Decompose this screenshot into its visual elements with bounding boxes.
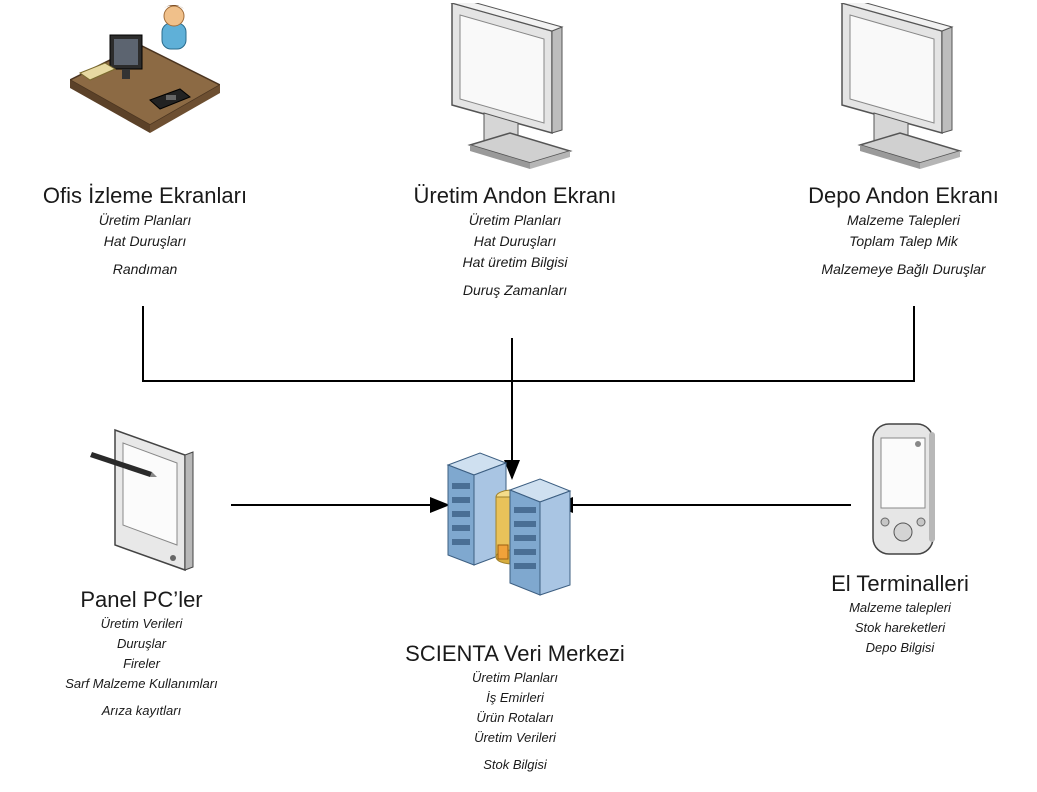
node-items: Üretim Verileri Duruşlar Fireler Sarf Ma… — [0, 614, 283, 721]
list-item: Duruşlar — [116, 636, 167, 651]
list-item: Fireler — [123, 656, 160, 671]
node-title: Ofis İzleme Ekranları — [42, 183, 248, 208]
monitor-icon — [840, 3, 963, 169]
warehouse-andon-node: Depo Andon Ekranı Malzeme Talepleri Topl… — [770, 182, 1037, 280]
list-item: Duruş Zamanları — [462, 282, 568, 298]
top-screens-bus-line — [142, 306, 915, 382]
list-item: Malzeme talepleri — [849, 600, 951, 615]
list-item: Ürün Rotaları — [476, 710, 554, 725]
list-item: Malzemeye Bağlı Duruşlar — [821, 261, 986, 277]
pda-icon — [872, 423, 935, 555]
monitor-icon — [450, 3, 573, 169]
list-item: Hat üretim Bilgisi — [462, 254, 568, 270]
list-item: Stok hareketleri — [854, 620, 946, 635]
panel-pc-node: Panel PC’ler Üretim Verileri Duruşlar Fi… — [0, 586, 283, 721]
list-item: Sarf Malzeme Kullanımları — [65, 676, 218, 691]
office-screens-node: Ofis İzleme Ekranları Üretim Planları Ha… — [0, 182, 290, 280]
node-title: El Terminalleri — [831, 571, 969, 596]
production-andon-node: Üretim Andon Ekranı Üretim Planları Hat … — [360, 182, 670, 301]
node-title: SCIENTA Veri Merkezi — [405, 641, 625, 666]
node-title: Depo Andon Ekranı — [808, 183, 999, 208]
list-item: Malzeme Talepleri — [846, 212, 961, 228]
list-item: Hat Duruşları — [473, 233, 557, 249]
node-items: Üretim Planları İş Emirleri Ürün Rotalar… — [370, 668, 660, 775]
list-item: Depo Bilgisi — [865, 640, 935, 655]
data-center-node: SCIENTA Veri Merkezi Üretim Planları İş … — [370, 640, 660, 775]
list-item: Üretim Verileri — [100, 616, 183, 631]
office-worker-desk-icon — [70, 5, 220, 133]
node-items: Üretim Planları Hat Duruşları Hat üretim… — [360, 210, 670, 301]
node-items: Üretim Planları Hat Duruşları Randıman — [0, 210, 290, 280]
list-item: Randıman — [112, 261, 178, 277]
list-item: Toplam Talep Mik — [849, 233, 958, 249]
list-item: Hat Duruşları — [103, 233, 187, 249]
node-title: Panel PC’ler — [80, 587, 203, 612]
server-database-icon — [446, 452, 572, 596]
list-item: Üretim Planları — [468, 212, 562, 228]
tablet-with-stylus-icon — [90, 428, 194, 572]
node-title: Üretim Andon Ekranı — [413, 183, 617, 208]
list-item: Üretim Planları — [472, 670, 558, 685]
node-items: Malzeme Talepleri Toplam Talep Mik Malze… — [770, 210, 1037, 280]
hand-terminal-node: El Terminalleri Malzeme talepleri Stok h… — [780, 570, 1020, 658]
list-item: İş Emirleri — [486, 690, 544, 705]
list-item: Stok Bilgisi — [483, 757, 547, 772]
node-items: Malzeme talepleri Stok hareketleri Depo … — [780, 598, 1020, 658]
list-item: Arıza kayıtları — [101, 703, 182, 718]
list-item: Üretim Verileri — [474, 730, 556, 745]
list-item: Üretim Planları — [98, 212, 192, 228]
